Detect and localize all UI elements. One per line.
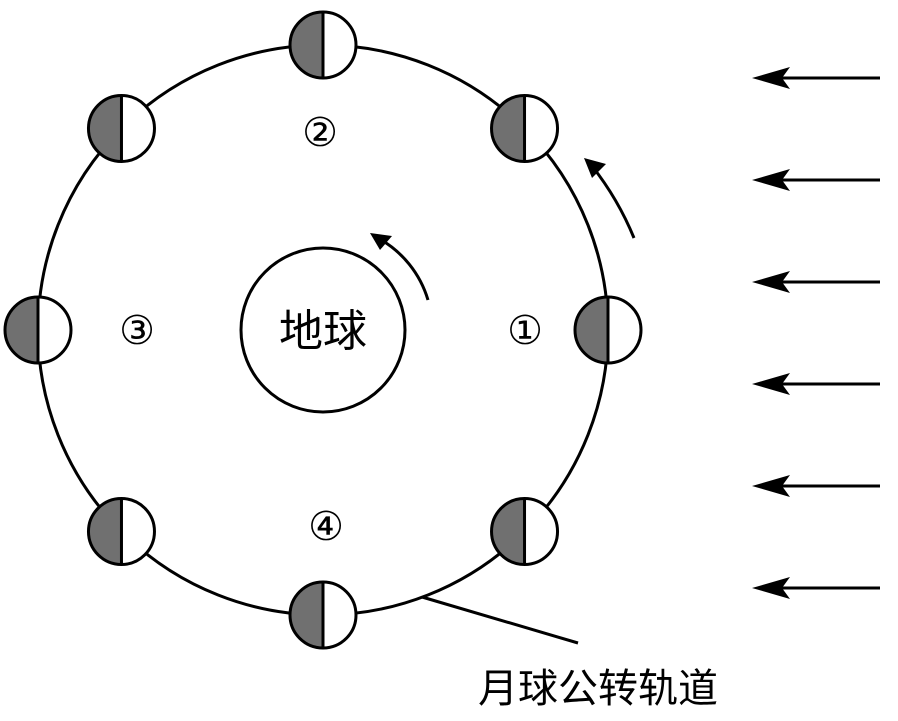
moon-shadow-half [491, 498, 525, 565]
moon-outline [288, 580, 358, 650]
moon-outline [86, 93, 156, 163]
moon-shadow-half [491, 95, 525, 162]
earth-rotation-arrowhead [370, 233, 392, 250]
earth-circle [239, 246, 407, 414]
moon-shadow-half [290, 12, 323, 78]
sunlight-arrow [752, 169, 880, 191]
moon-shadow-half [88, 498, 122, 565]
sunlight-arrow [752, 475, 880, 497]
moon-revolution-arrow [590, 165, 636, 239]
sunlight-arrowhead [752, 475, 790, 497]
moons-group [3, 10, 643, 650]
sunlight-arrows [752, 67, 880, 599]
moon-southeast [490, 497, 560, 567]
moon-outline [573, 295, 643, 365]
moon-outline [490, 497, 560, 567]
position-label-2: ② [302, 110, 338, 156]
moon-shadow-half [290, 582, 323, 648]
earth-label: 地球 [279, 306, 367, 357]
moon-outline [86, 497, 156, 567]
moon-revolution-arrowhead [584, 158, 606, 178]
moon-southwest [86, 497, 156, 567]
moon-north [288, 10, 358, 80]
sunlight-arrowhead [752, 373, 790, 395]
orbit-label-leader [421, 595, 579, 645]
moon-shadow-half [88, 95, 122, 162]
sunlight-arrow [752, 67, 880, 89]
moon-outline [3, 295, 73, 365]
position-label-3: ③ [119, 308, 155, 354]
moon-outline [490, 93, 560, 163]
moon-northeast [490, 93, 560, 163]
sunlight-arrow [752, 577, 880, 599]
sunlight-arrowhead [752, 169, 790, 191]
moon-south [288, 580, 358, 650]
moon-west [3, 295, 73, 365]
sunlight-arrow [752, 271, 880, 293]
moon-east [573, 295, 643, 365]
moon-northwest [86, 93, 156, 163]
position-label-4: ④ [308, 504, 344, 550]
orbit-label: 月球公转轨道 [478, 666, 718, 712]
moon-shadow-half [575, 297, 608, 363]
sunlight-arrow [752, 373, 880, 395]
moon-outline [288, 10, 358, 80]
sunlight-arrowhead [752, 67, 790, 89]
sunlight-arrowhead [752, 271, 790, 293]
moon-shadow-half [5, 297, 38, 363]
position-label-1: ① [507, 308, 543, 354]
sunlight-arrowhead [752, 577, 790, 599]
